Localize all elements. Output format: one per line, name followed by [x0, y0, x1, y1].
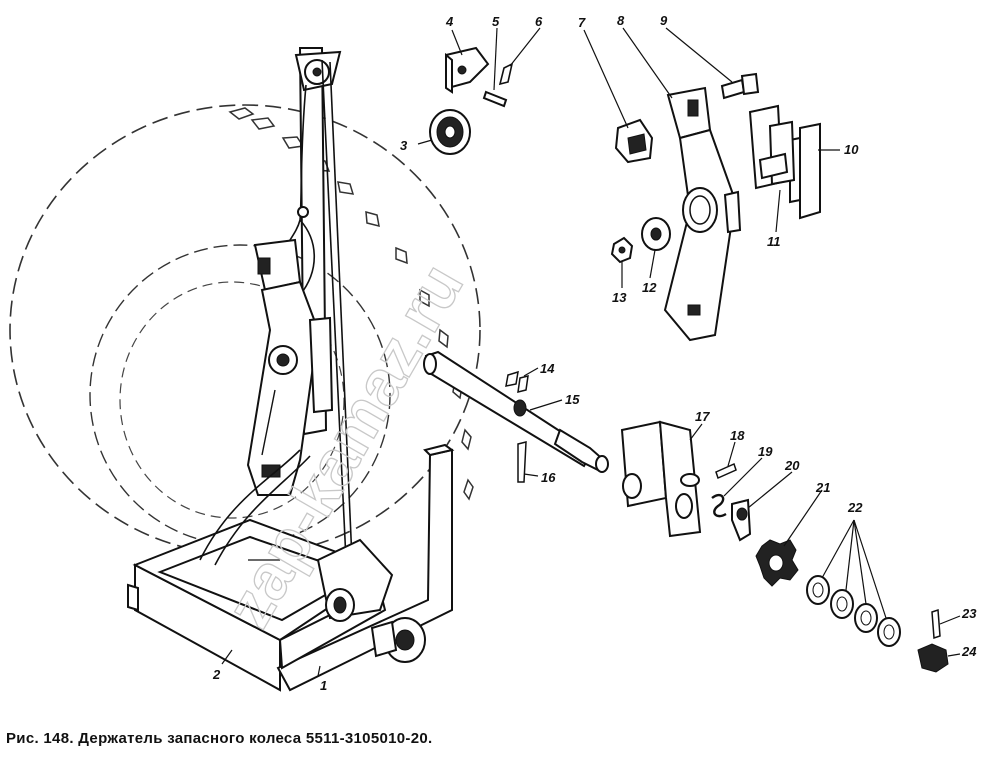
- label-7: 7: [578, 15, 586, 30]
- part-6-cotter: [498, 62, 514, 86]
- label-6: 6: [535, 14, 543, 29]
- label-4: 4: [445, 14, 454, 29]
- label-10: 10: [844, 142, 859, 157]
- part-15-axle: [423, 350, 609, 473]
- label-1: 1: [320, 678, 327, 693]
- part-9-bolt: [720, 72, 760, 100]
- leader-lines: [221, 27, 961, 677]
- label-17: 17: [695, 409, 710, 424]
- part-16-pin: [517, 441, 527, 483]
- part-3-pulley: [429, 109, 471, 155]
- spare-wheel: [9, 104, 481, 556]
- label-3: 3: [400, 138, 408, 153]
- label-9: 9: [660, 13, 668, 28]
- label-13: 13: [612, 290, 627, 305]
- label-2: 2: [212, 667, 221, 682]
- label-15: 15: [565, 392, 580, 407]
- holder-bracket-assembled: [246, 238, 334, 496]
- label-18: 18: [730, 428, 745, 443]
- part-19-spring: [711, 493, 727, 518]
- part-4-bracket: [444, 46, 490, 94]
- part-5-pin: [482, 90, 508, 108]
- label-22: 22: [847, 500, 863, 515]
- label-23: 23: [961, 606, 977, 621]
- label-8: 8: [617, 13, 625, 28]
- part-18-pin: [715, 462, 737, 480]
- part-20-pawl: [731, 498, 752, 542]
- label-5: 5: [492, 14, 500, 29]
- part-8-bracket: [663, 86, 742, 342]
- part-11-bracket: [748, 104, 796, 190]
- label-12: 12: [642, 280, 657, 295]
- label-24: 24: [961, 644, 977, 659]
- part-labels: 1 2 3 4 5 6 7 8 9 10 11 12 13 14 15 16 1…: [212, 13, 977, 693]
- part-14-cotter: [505, 370, 529, 393]
- base-frame: [127, 443, 455, 692]
- figure-caption: Рис. 148. Держатель запасного колеса 551…: [6, 730, 433, 747]
- part-24-nut: [917, 643, 949, 673]
- part-23-cotter: [931, 608, 941, 640]
- part-22-washers: [806, 575, 901, 647]
- label-14: 14: [540, 361, 555, 376]
- part-17-bracket: [620, 420, 702, 538]
- label-11: 11: [767, 234, 781, 249]
- label-20: 20: [784, 458, 800, 473]
- part-21-ratchet: [755, 539, 799, 587]
- part-7-clip: [614, 118, 654, 164]
- part-12-washer: [641, 217, 671, 251]
- label-16: 16: [541, 470, 556, 485]
- part-13-nut: [610, 236, 634, 264]
- label-19: 19: [758, 444, 773, 459]
- label-21: 21: [815, 480, 830, 495]
